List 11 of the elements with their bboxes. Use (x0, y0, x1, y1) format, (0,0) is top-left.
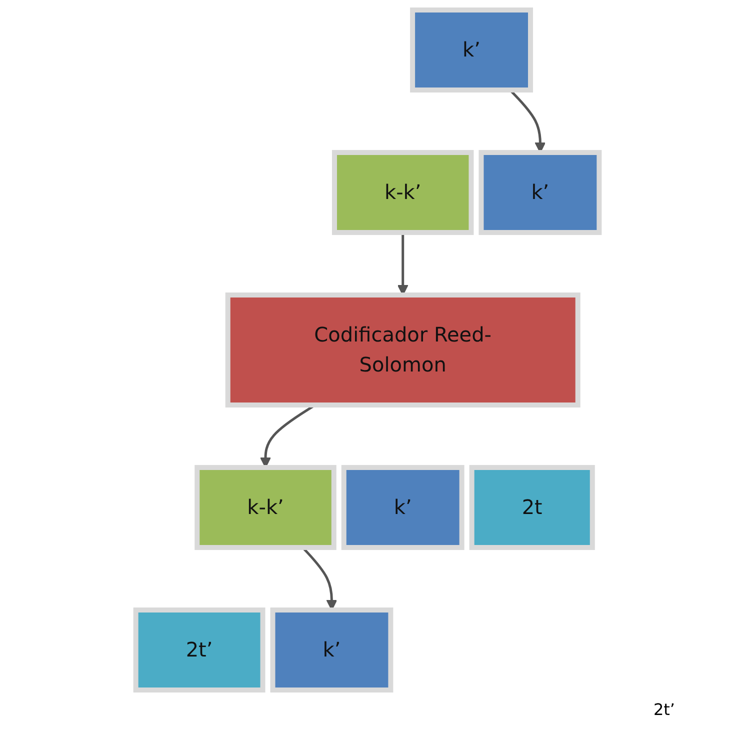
bar-segment: k’ (478, 150, 602, 235)
bar-segment: k-k’ (194, 465, 336, 550)
bar-segment: k’ (410, 8, 533, 92)
bar-segment: 2t’ (133, 608, 266, 692)
bar-segment: Codificador Reed-Solomon (225, 292, 580, 408)
bar-segment: k’ (341, 465, 464, 550)
bar-segment: 2t (469, 465, 595, 550)
bar-segment: k-k’ (332, 150, 474, 235)
bar-segment: k’ (270, 608, 394, 692)
brace-label: 2t’ (652, 700, 675, 719)
arrow (397, 232, 408, 296)
